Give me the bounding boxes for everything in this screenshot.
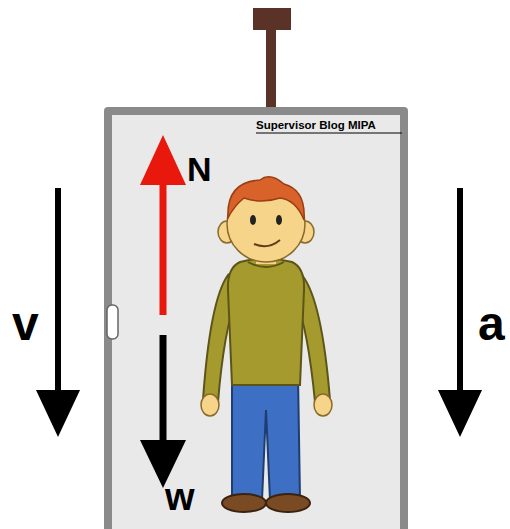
force-label: N — [187, 152, 212, 186]
door-handle — [107, 305, 118, 339]
acceleration-arrowhead — [438, 390, 482, 437]
person — [201, 177, 332, 512]
cable-rod — [266, 30, 276, 110]
cabin-frame — [104, 107, 408, 529]
watermark: Supervisor Blog MIPA — [256, 120, 376, 132]
cabin-interior — [112, 115, 400, 529]
force-label: w — [165, 478, 195, 516]
velocity-label: v — [12, 300, 39, 348]
acceleration-label: a — [478, 300, 505, 348]
velocity-arrowhead — [36, 390, 80, 437]
weight-arrow — [160, 335, 167, 445]
normal-force-arrow — [160, 180, 167, 315]
normal-force-arrowhead — [140, 135, 186, 185]
hanger — [253, 8, 291, 30]
watermark-underline — [256, 133, 402, 134]
acceleration-arrow — [457, 188, 463, 395]
velocity-arrow — [55, 188, 61, 395]
